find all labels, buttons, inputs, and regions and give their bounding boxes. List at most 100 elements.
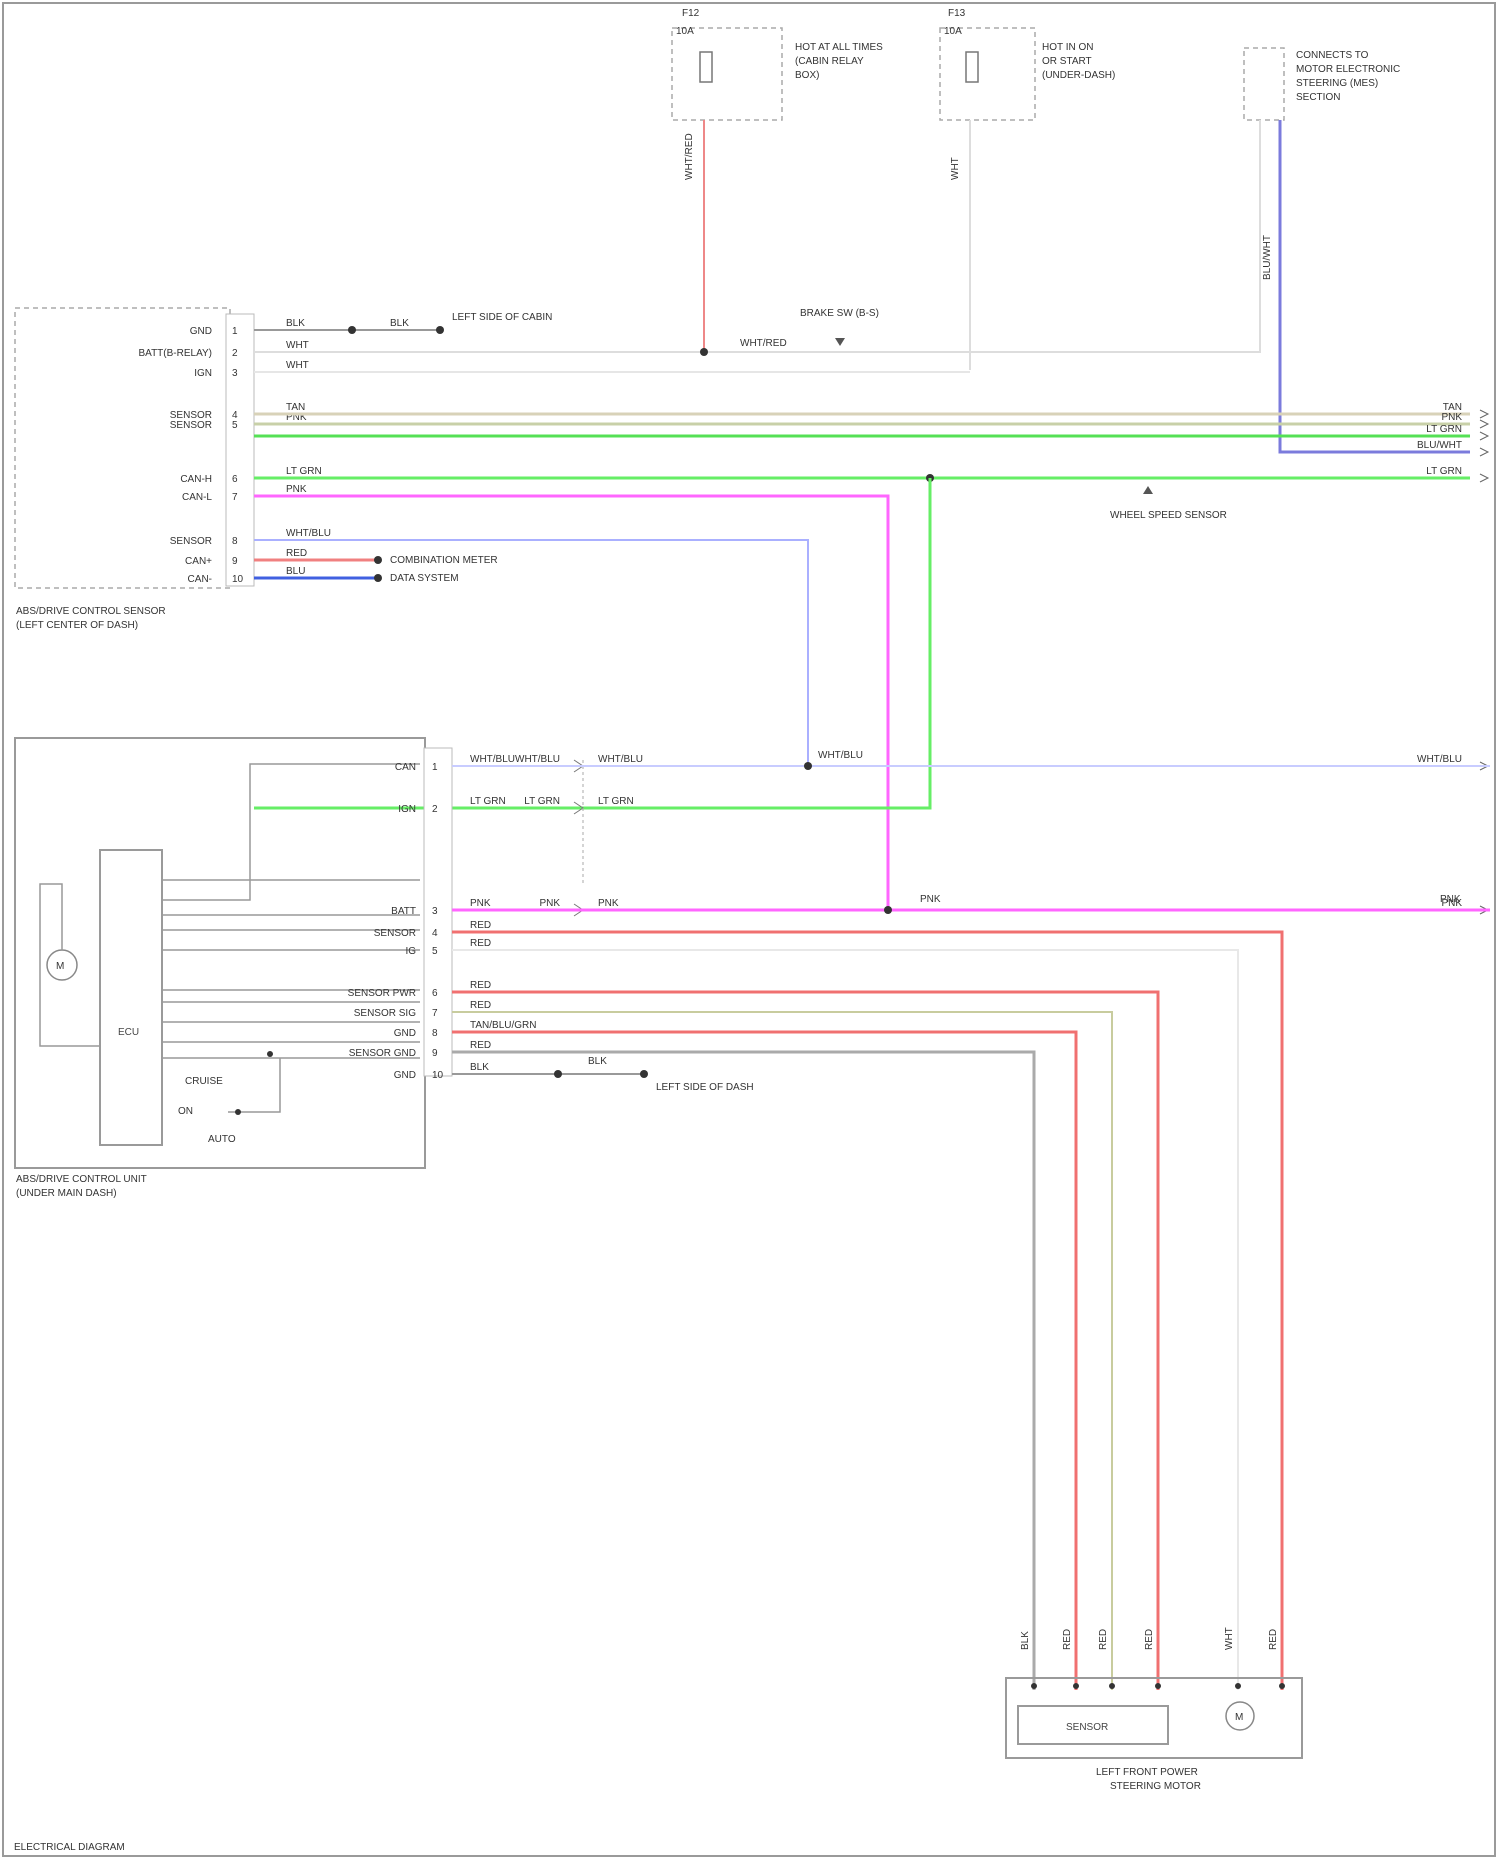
callout-dot-1 — [374, 556, 382, 564]
edge-label: BLU/WHT — [1417, 440, 1462, 451]
fuse-box-left-outline — [672, 28, 782, 120]
switch-label-auto: AUTO — [208, 1134, 236, 1145]
module-bottom-pin-number: 8 — [432, 1028, 438, 1039]
motor-wire — [40, 884, 100, 1046]
mid-connector-left: PNK — [539, 898, 560, 909]
edge-label: PNK — [1441, 412, 1462, 423]
module-bottom-pin-name: IG — [405, 946, 416, 957]
top-splice-label: WHT/RED — [740, 338, 787, 349]
mid-connector-left: WHT/BLU — [515, 754, 560, 765]
edge-arrow — [1480, 432, 1488, 440]
module-top-pin-name: BATT(B-RELAY) — [138, 348, 212, 359]
module-bottom-pin-name: IGN — [398, 804, 416, 815]
ecu-label: ECU — [118, 1027, 139, 1038]
wire-ig-white — [452, 950, 1238, 1690]
fuse-right-icon — [966, 52, 978, 82]
edge-arrow — [1480, 420, 1488, 428]
module-bottom-pin-wire: RED — [470, 938, 491, 949]
fuse-right-line-2: OR START — [1042, 56, 1092, 67]
fuse-right-title: F13 — [948, 8, 966, 19]
module-top-pin-wire: WHT — [286, 340, 309, 351]
actuator-pin — [1279, 1683, 1285, 1689]
brake-splice-label: BRAKE SW (B-S) — [800, 308, 879, 319]
splice-dot — [348, 326, 356, 334]
module-bottom-pin-wire: RED — [470, 1000, 491, 1011]
edge-arrow — [1480, 410, 1488, 418]
module-top-pin-number: 8 — [232, 536, 238, 547]
module-bottom-pin-name: SENSOR PWR — [348, 988, 416, 999]
actuator-pin-wire: BLK — [1020, 1631, 1031, 1650]
actuator-label-2: STEERING MOTOR — [1110, 1781, 1201, 1792]
fuse-left-line-1: HOT AT ALL TIMES — [795, 42, 883, 53]
module-top-pin-name: CAN+ — [185, 556, 212, 567]
top-right-line-3: STEERING (MES) — [1296, 78, 1378, 89]
mid-connector-right: LT GRN — [598, 796, 634, 807]
ground-top-label: LEFT SIDE OF CABIN — [452, 312, 552, 323]
edge-label: LT GRN — [1426, 424, 1462, 435]
wire-sensor-sig — [452, 1032, 1076, 1690]
actuator-label-1: LEFT FRONT POWER — [1096, 1767, 1198, 1778]
ground-bottom-label: LEFT SIDE OF DASH — [656, 1082, 754, 1093]
module-top-pin-number: 1 — [232, 326, 238, 337]
footer-label: ELECTRICAL DIAGRAM — [14, 1842, 125, 1853]
actuator-motor-glyph: M — [1235, 1712, 1243, 1723]
module-top-pin-number: 2 — [232, 348, 238, 359]
module-top: GND1BLKBATT(B-RELAY)2WHTIGN3WHTSENSOR4TA… — [15, 308, 331, 631]
actuator-inner-label: SENSOR — [1066, 1722, 1108, 1733]
callout-data-system: DATA SYSTEM — [390, 573, 459, 584]
module-bottom-label-1: ABS/DRIVE CONTROL UNIT — [16, 1174, 147, 1185]
pnk-bus-dot — [884, 906, 892, 914]
switch-wire — [228, 1058, 280, 1112]
switch-label-cruise: CRUISE — [185, 1076, 223, 1087]
module-bottom-pin-number: 9 — [432, 1048, 438, 1059]
fuse-left-rating: 10A — [676, 26, 694, 37]
module-bottom-pin-wire: BLK — [470, 1062, 489, 1073]
module-bottom-pin-wire: WHT/BLU — [470, 754, 515, 765]
switch-dot — [235, 1109, 241, 1115]
bus-label-wht-blu: WHT/BLU — [818, 750, 863, 761]
module-bottom-connector — [424, 748, 452, 1076]
module-bottom-pin-number: 6 — [432, 988, 438, 999]
module-bottom-pin-wire: RED — [470, 980, 491, 991]
motor-icon-glyph: M — [56, 961, 64, 972]
fuse-left-icon — [700, 52, 712, 82]
fuse-left-wire-label: WHT/RED — [684, 133, 695, 180]
ground-dot-bottom — [640, 1070, 648, 1078]
module-bottom-pin-number: 4 — [432, 928, 438, 939]
module-bottom-pin-wire: RED — [470, 920, 491, 931]
bus-label-pnk-right: PNK — [1440, 894, 1461, 905]
module-bottom-pin-wire: TAN/BLU/GRN — [470, 1020, 537, 1031]
fuse-right-line-3: (UNDER-DASH) — [1042, 70, 1115, 81]
module-top-label-1: ABS/DRIVE CONTROL SENSOR — [16, 606, 166, 617]
actuator-pin — [1031, 1683, 1037, 1689]
module-top-pin-wire: BLU — [286, 566, 305, 577]
ground-bottom-wire: BLK — [588, 1056, 607, 1067]
callout-dot-2 — [374, 574, 382, 582]
wire-can-l — [254, 496, 888, 910]
actuator-pin-wire: RED — [1268, 1629, 1279, 1650]
module-top-pin-number: 7 — [232, 492, 238, 503]
top-right-wire-label: BLU/WHT — [1262, 235, 1273, 280]
module-top-pin-name: CAN-L — [182, 492, 212, 503]
callout-combination-meter: COMBINATION METER — [390, 555, 498, 566]
switch-label-on: ON — [178, 1106, 193, 1117]
module-bottom-pin-name: GND — [394, 1028, 416, 1039]
actuator-pin-wire: RED — [1144, 1629, 1155, 1650]
top-right-box: CONNECTS TO MOTOR ELECTRONIC STEERING (M… — [1244, 48, 1400, 120]
wire-sensor-wht-blu — [254, 540, 808, 766]
edge-arrow — [1480, 448, 1488, 456]
bus-label-pnk-mid: PNK — [920, 894, 941, 905]
fuse-left-line-2: (CABIN RELAY — [795, 56, 864, 67]
actuator-pin-wire: RED — [1098, 1629, 1109, 1650]
module-bottom-pin-wire: RED — [470, 1040, 491, 1051]
module-top-pin-wire: WHT/BLU — [286, 528, 331, 539]
module-top-pin-number: 3 — [232, 368, 238, 379]
actuator-pins: BLKREDREDREDWHTRED — [1020, 1627, 1285, 1689]
fuse-right-rating: 10A — [944, 26, 962, 37]
fuse-box-right: F13 10A HOT IN ON OR START (UNDER-DASH) — [940, 8, 1115, 120]
ground-top-wire: BLK — [390, 318, 409, 329]
actuator-pin — [1155, 1683, 1161, 1689]
module-top-pin-wire: LT GRN — [286, 466, 322, 477]
